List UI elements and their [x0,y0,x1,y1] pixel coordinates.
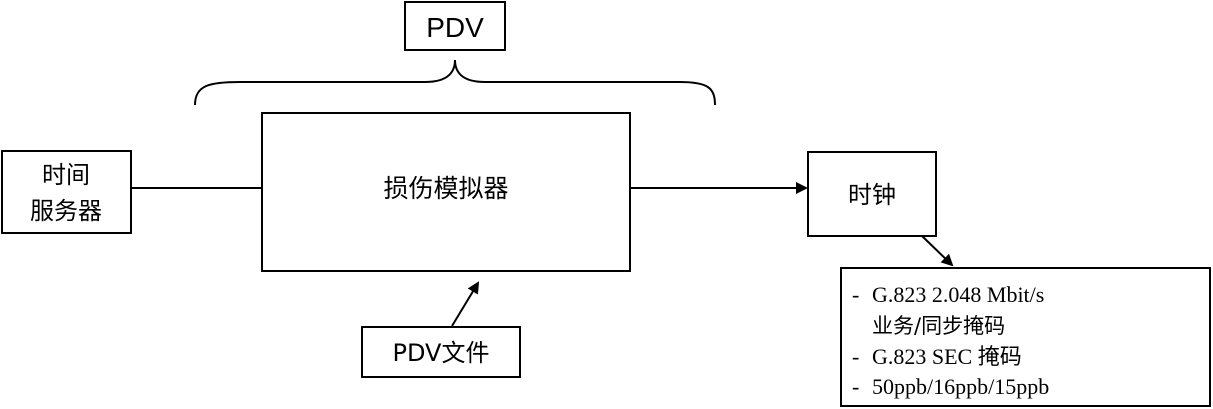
requirement-item: - 50ppb/16ppb/15ppb [852,374,1049,399]
pdv-label-box: PDV [404,1,506,51]
pdv-brace [194,59,716,106]
pdv-file-label: PDV文件 [393,339,490,367]
arrow-clock-requirements [921,235,954,267]
requirement-item: - G.823 2.048 Mbit/s [852,282,1044,307]
pdv-file-box: PDV文件 [361,326,521,378]
requirement-bullet: - [852,344,859,369]
impairment-emulator-label: 损伤模拟器 [383,174,508,203]
time-server-box: 时间 服务器 [1,150,132,234]
requirement-text: 50ppb/16ppb/15ppb [872,374,1049,399]
clock-box: 时钟 [807,151,937,237]
requirement-text: 业务/同步掩码 [872,314,1005,338]
clock-label: 时钟 [848,181,896,209]
requirement-bullet: - [852,374,859,399]
impairment-emulator-box: 损伤模拟器 [261,112,631,272]
requirement-item: - G.823 SEC 掩码 [852,344,1022,369]
time-server-label-line2: 服务器 [30,197,102,225]
requirement-bullet: - [852,282,859,307]
requirement-text: G.823 SEC 掩码 [872,344,1022,369]
requirement-item: 业务/同步掩码 [872,314,1005,338]
requirements-box: - G.823 2.048 Mbit/s 业务/同步掩码 - G.823 SEC… [840,267,1211,407]
arrow-pdvfile-emulator [451,281,480,327]
requirement-text: G.823 2.048 Mbit/s [872,282,1044,307]
time-server-label-line1: 时间 [42,161,90,189]
pdv-label: PDV [426,12,484,43]
